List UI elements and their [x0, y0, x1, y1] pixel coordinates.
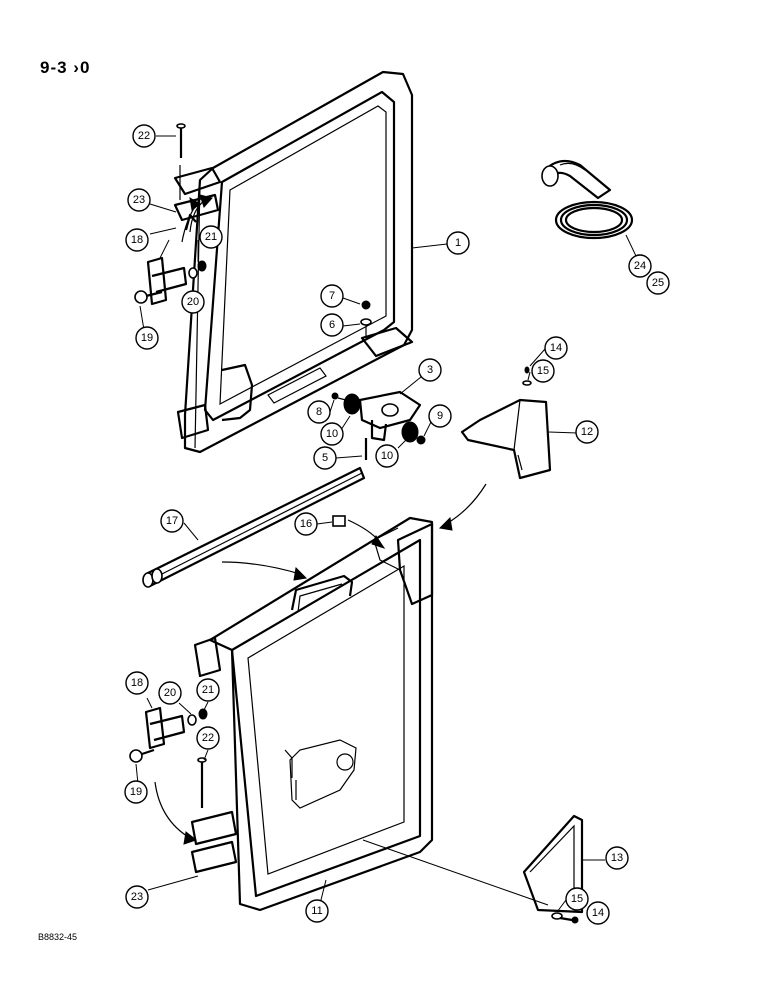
callout-7: 7	[320, 284, 344, 308]
callout-22a: 22	[132, 124, 156, 148]
callout-19b: 19	[124, 780, 148, 804]
svg-text:6: 6	[329, 319, 335, 331]
callout-12: 12	[575, 420, 599, 444]
corner-plate	[522, 814, 584, 924]
svg-text:20: 20	[164, 687, 176, 699]
callout-3: 3	[418, 358, 442, 382]
lower-door-frame	[190, 516, 549, 912]
svg-text:13: 13	[611, 852, 623, 864]
svg-text:10: 10	[326, 428, 338, 440]
svg-text:14: 14	[592, 907, 604, 919]
svg-text:1: 1	[455, 237, 461, 249]
svg-text:11: 11	[311, 905, 322, 917]
upper-door-frame	[173, 70, 414, 454]
callout-5: 5	[313, 446, 337, 470]
callout-20a: 20	[181, 290, 205, 314]
svg-text:12: 12	[581, 426, 593, 438]
svg-text:23: 23	[133, 194, 145, 206]
svg-text:9: 9	[437, 410, 443, 422]
svg-text:19: 19	[130, 786, 142, 798]
callout-15b: 15	[565, 887, 589, 911]
svg-text:15: 15	[537, 365, 549, 377]
svg-text:24: 24	[634, 260, 646, 272]
callout-13: 13	[605, 846, 629, 870]
callout-22b: 22	[196, 726, 220, 750]
svg-text:18: 18	[131, 234, 143, 246]
svg-text:22: 22	[138, 130, 150, 142]
callout-6: 6	[320, 313, 344, 337]
svg-text:21: 21	[202, 684, 214, 696]
callout-15a: 15	[531, 359, 555, 383]
page-number: 9-3 ›0	[40, 58, 91, 77]
svg-text:10: 10	[381, 450, 393, 462]
svg-text:20: 20	[187, 296, 199, 308]
callout-8: 8	[307, 400, 331, 424]
callout-25: 25	[646, 271, 670, 295]
svg-text:19: 19	[141, 332, 153, 344]
rubber-strip	[142, 466, 366, 588]
leader-23a	[149, 203, 177, 213]
svg-text:23: 23	[131, 891, 143, 903]
callout-23b: 23	[125, 885, 149, 909]
callout-10a: 10	[320, 422, 344, 446]
svg-text:3: 3	[427, 364, 433, 376]
latch-bracket	[460, 366, 552, 480]
spacer-plate	[332, 515, 346, 527]
svg-text:18: 18	[131, 677, 143, 689]
callout-1: 1	[446, 231, 470, 255]
svg-text:7: 7	[329, 290, 335, 302]
seal-coil	[541, 159, 637, 257]
svg-text:8: 8	[316, 406, 322, 418]
callout-14b: 14	[586, 901, 610, 925]
hinge-pin-upper	[156, 123, 186, 200]
svg-text:21: 21	[205, 231, 217, 243]
figure-code: B8832-45	[38, 932, 78, 942]
svg-text:22: 22	[202, 732, 214, 744]
svg-text:5: 5	[322, 452, 328, 464]
svg-text:14: 14	[550, 342, 562, 354]
callout-17: 17	[160, 509, 184, 533]
callout-14a: 14	[544, 336, 568, 360]
callout-24: 24	[628, 254, 652, 278]
callout-23a: 23	[127, 188, 151, 212]
svg-text:16: 16	[300, 518, 312, 530]
hinge-bracket-upper	[134, 197, 207, 306]
latch-assembly	[331, 300, 426, 460]
svg-text:17: 17	[166, 515, 178, 527]
svg-text:15: 15	[571, 893, 583, 905]
callout-21b: 21	[196, 678, 220, 702]
svg-text:25: 25	[652, 277, 664, 289]
callout-21a: 21	[199, 225, 223, 249]
callout-20b: 20	[158, 681, 182, 705]
callout-10b: 10	[375, 444, 399, 468]
callout-19a: 19	[135, 326, 159, 350]
assembly-arrows	[189, 194, 487, 581]
hinge-bracket-lower	[129, 706, 208, 845]
callout-9: 9	[428, 404, 452, 428]
callout-11: 11	[305, 899, 329, 923]
callout-16: 16	[294, 512, 318, 536]
callout-18a: 18	[125, 228, 149, 252]
callout-18b: 18	[125, 671, 149, 695]
